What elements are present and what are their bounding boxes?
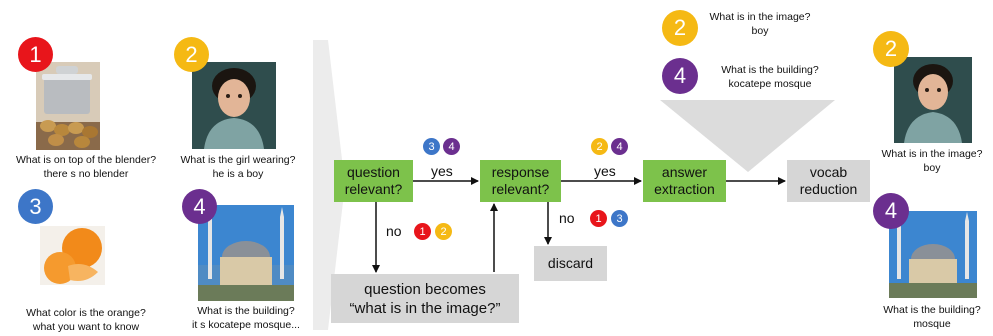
discard-box: discard — [534, 246, 607, 281]
question-becomes-line2: “what is in the image?” — [349, 299, 501, 317]
example-badge-2: 2 — [174, 37, 209, 72]
boy-portrait-image — [192, 62, 276, 149]
result-boy-image — [894, 57, 972, 143]
extracted-question: What is in the image? — [709, 11, 811, 23]
result-badge-2: 2 — [873, 31, 909, 67]
example-answer: it s kocatepe mosque... — [192, 319, 300, 331]
badge-yes2-2: 2 — [591, 138, 608, 155]
badge-no2-3: 3 — [611, 210, 628, 227]
example-question: What is the girl wearing? — [180, 154, 296, 166]
example-caption-2: What is the girl wearing? he is a boy — [168, 153, 308, 181]
badge-no1-2: 2 — [435, 223, 452, 240]
badge-no1-1: 1 — [414, 223, 431, 240]
extracted-answer: boy — [751, 25, 769, 37]
no-label-1: no — [386, 223, 402, 239]
orange-fruit-image — [40, 226, 105, 285]
funnel-triangle — [660, 100, 835, 172]
response-relevant-box: response relevant? — [480, 160, 561, 202]
input-separator-chevron — [313, 40, 345, 330]
example-answer: there s no blender — [43, 168, 129, 180]
extracted-caption-2: What is in the image? boy — [700, 10, 820, 38]
example-question: What is on top of the blender? — [15, 154, 157, 166]
example-answer: he is a boy — [212, 168, 264, 180]
extracted-question: What is the building? — [721, 64, 819, 76]
answer-extraction-box: answer extraction — [643, 160, 726, 202]
mosque-image — [198, 205, 294, 301]
cooking-pot-image — [36, 62, 100, 150]
extracted-badge-4: 4 — [662, 58, 698, 94]
result-question: What is the building? — [883, 304, 981, 316]
extracted-badge-2: 2 — [662, 10, 698, 46]
result-answer: mosque — [913, 318, 951, 330]
example-question: What color is the orange? — [26, 307, 146, 319]
vocab-reduction-box: vocab reduction — [787, 160, 870, 202]
result-answer: boy — [923, 162, 941, 174]
example-caption-3: What color is the orange? what you want … — [2, 306, 170, 334]
extracted-caption-4: What is the building? kocatepe mosque — [700, 63, 840, 91]
badge-no2-1: 1 — [590, 210, 607, 227]
badge-yes1-3: 3 — [423, 138, 440, 155]
question-becomes-box: question becomes “what is in the image?” — [331, 274, 519, 323]
example-badge-1: 1 — [18, 37, 53, 72]
result-question: What is in the image? — [881, 148, 983, 160]
result-caption-2: What is in the image? boy — [872, 147, 992, 175]
no-label-2: no — [559, 210, 575, 226]
example-badge-3: 3 — [18, 189, 53, 224]
example-caption-4: What is the building? it s kocatepe mosq… — [176, 304, 316, 332]
result-caption-4: What is the building? mosque — [872, 303, 992, 331]
example-caption-1: What is on top of the blender? there s n… — [2, 153, 170, 181]
badge-yes2-4: 4 — [611, 138, 628, 155]
example-badge-4: 4 — [182, 189, 217, 224]
result-badge-4: 4 — [873, 193, 909, 229]
extracted-answer: kocatepe mosque — [728, 78, 812, 90]
example-question: What is the building? — [197, 305, 295, 317]
question-becomes-line1: question becomes — [364, 280, 486, 298]
yes-label-1: yes — [431, 163, 453, 179]
yes-label-2: yes — [594, 163, 616, 179]
question-relevant-box: question relevant? — [334, 160, 413, 202]
example-answer: what you want to know — [32, 321, 140, 333]
result-mosque-image — [889, 211, 977, 298]
badge-yes1-4: 4 — [443, 138, 460, 155]
